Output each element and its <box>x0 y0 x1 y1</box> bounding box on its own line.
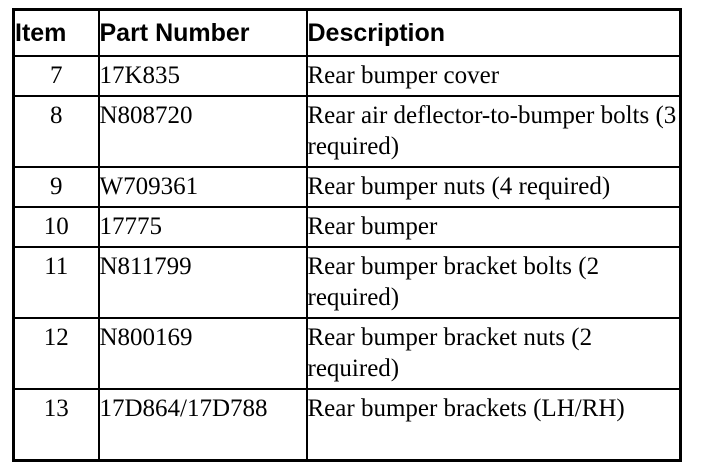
header-part-number: Part Number <box>97 8 308 57</box>
description-cell: Rear bumper bracket nuts (2 required) <box>305 317 682 390</box>
part-number-cell: W709361 <box>97 166 308 208</box>
table-row: 12 N800169 Rear bumper bracket nuts (2 r… <box>12 317 682 390</box>
part-number-cell: N811799 <box>97 246 308 319</box>
part-number-cell: 17D864/17D788 <box>97 388 308 462</box>
table-row: 8 N808720 Rear air deflector-to-bumper b… <box>12 95 682 168</box>
header-item: Item <box>12 8 100 57</box>
description-cell: Rear bumper nuts (4 required) <box>305 166 682 208</box>
table-row: 10 17775 Rear bumper <box>12 206 682 248</box>
item-cell: 11 <box>12 246 100 319</box>
table-body: 7 17K835 Rear bumper cover 8 N808720 Rea… <box>12 55 682 462</box>
item-cell: 9 <box>12 166 100 208</box>
table-row: 7 17K835 Rear bumper cover <box>12 55 682 97</box>
parts-table: Item Part Number Description 7 17K835 Re… <box>12 8 682 462</box>
table-header: Item Part Number Description <box>12 8 682 57</box>
part-number-cell: 17775 <box>97 206 308 248</box>
table-row: 9 W709361 Rear bumper nuts (4 required) <box>12 166 682 208</box>
item-cell: 10 <box>12 206 100 248</box>
description-cell: Rear bumper <box>305 206 682 248</box>
description-cell: Rear air deflector-to-bumper bolts (3 re… <box>305 95 682 168</box>
part-number-cell: N808720 <box>97 95 308 168</box>
part-number-cell: 17K835 <box>97 55 308 97</box>
table-row: 13 17D864/17D788 Rear bumper brackets (L… <box>12 388 682 462</box>
description-cell: Rear bumper cover <box>305 55 682 97</box>
table-row: 11 N811799 Rear bumper bracket bolts (2 … <box>12 246 682 319</box>
header-row: Item Part Number Description <box>12 8 682 57</box>
part-number-cell: N800169 <box>97 317 308 390</box>
item-cell: 7 <box>12 55 100 97</box>
item-cell: 8 <box>12 95 100 168</box>
description-cell: Rear bumper brackets (LH/RH) <box>305 388 682 462</box>
header-description: Description <box>305 8 682 57</box>
item-cell: 13 <box>12 388 100 462</box>
item-cell: 12 <box>12 317 100 390</box>
description-cell: Rear bumper bracket bolts (2 required) <box>305 246 682 319</box>
